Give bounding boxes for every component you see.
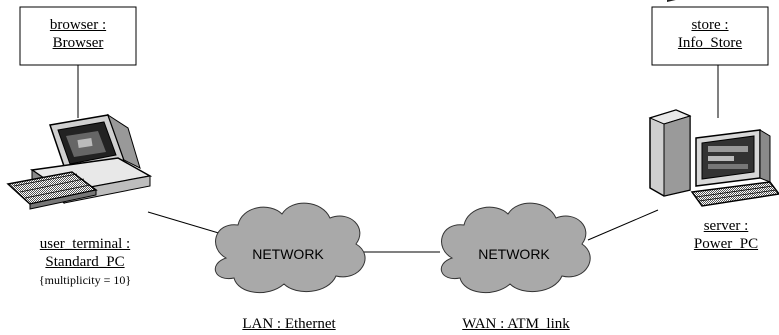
user-terminal-label-line1: user_terminal : — [39, 236, 131, 252]
user-terminal-label-line2: Standard_PC — [45, 254, 125, 270]
lan-label: LAN : Ethernet — [242, 316, 336, 332]
server-label-line1: server : — [703, 218, 749, 234]
wan-to-server-link — [587, 209, 659, 241]
wan-cloud: NETWORK — [440, 202, 591, 294]
server-label-line2: Power_PC — [693, 236, 759, 252]
store-component-line2: Info_Store — [677, 35, 743, 51]
wan-label: WAN : ATM_link — [462, 316, 570, 332]
user-terminal-multiplicity: {multiplicity = 10} — [38, 273, 132, 287]
browser-component-box — [19, 6, 137, 66]
store-component-box — [651, 6, 769, 66]
power-pc-icon — [648, 0, 779, 207]
pc-to-lan-link — [147, 211, 223, 235]
lan-cloud-text: NETWORK — [252, 246, 324, 262]
store-component-line1: store : — [691, 17, 729, 33]
wan-cloud-text: NETWORK — [478, 246, 550, 262]
browser-component-line2: Browser — [52, 35, 104, 51]
lan-cloud: NETWORK — [214, 202, 366, 294]
standard-pc-icon — [6, 113, 153, 210]
browser-component-line1: browser : — [49, 17, 107, 33]
